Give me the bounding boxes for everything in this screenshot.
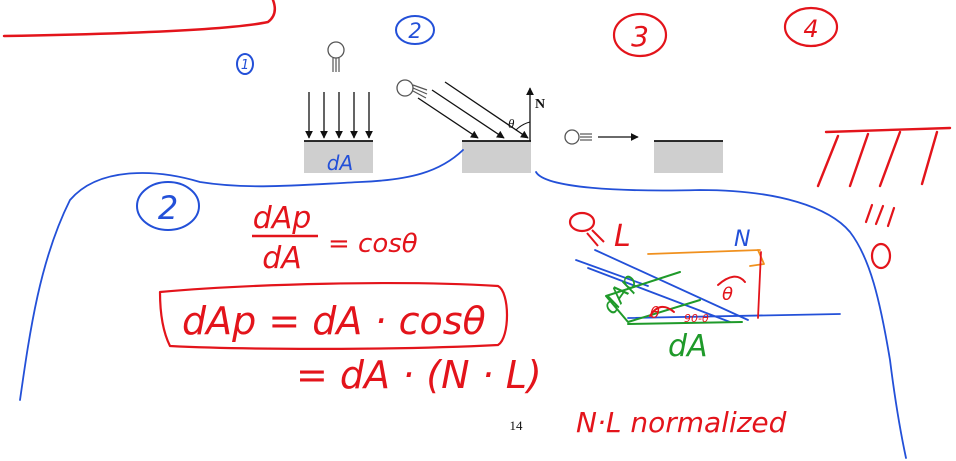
- ratio-numerator: dAp: [253, 201, 312, 236]
- equation-box: [158, 282, 508, 350]
- blue-outline-curve: [19, 149, 907, 459]
- sketch-area-baseline: [627, 321, 743, 325]
- circled-number-1: 1: [236, 53, 254, 75]
- sketch-normal-label: N: [734, 227, 750, 252]
- circled-number-1-text: 1: [241, 58, 249, 73]
- sketch-light-ray-2: [587, 267, 731, 323]
- circled-number-4-text: 4: [803, 15, 818, 43]
- normal-label: N: [535, 97, 545, 112]
- second-equation-line: = dA · (N · L): [296, 353, 542, 397]
- sketch-angle-90: 90-θ: [684, 312, 709, 325]
- oblique-light-rays: [417, 81, 529, 139]
- sketch-light-label: L: [614, 219, 631, 254]
- sketch-area-label: dA: [668, 329, 708, 364]
- red-scribble-top-left: [2, 0, 277, 38]
- vertical-light-rays: [305, 92, 373, 139]
- circled-number-2-left: 2: [136, 181, 200, 231]
- page-number: 14: [510, 418, 524, 433]
- circled-number-3-text: 3: [631, 20, 649, 53]
- angled-light-bulb-icon: [396, 79, 428, 99]
- figure-panel-grazing-light: [564, 129, 723, 173]
- light-bulb-icon: [327, 41, 345, 72]
- circled-number-2-top: 2: [395, 15, 435, 45]
- sketch-surface-line: [627, 313, 841, 319]
- theta-arc: [515, 121, 531, 131]
- projection-sketch: L N dAp θ θ 90-θ dA: [568, 211, 841, 364]
- side-light-bulb-icon: [564, 129, 592, 145]
- circled-number-2-left-text: 2: [158, 189, 178, 227]
- sketch-angle-arc-2: [649, 305, 675, 317]
- ratio-rhs: = cosθ: [328, 229, 418, 259]
- sketch-theta-a: θ: [722, 284, 733, 305]
- sketch-light-ray-1: [594, 249, 749, 321]
- sketch-dap-label: dAp: [598, 269, 643, 319]
- circled-number-2-top-text: 2: [408, 19, 421, 43]
- sketch-projected-area-lines: [605, 271, 701, 323]
- sketch-orange-right-angle: [749, 249, 765, 267]
- circled-number-3: 3: [612, 12, 668, 58]
- red-hatching-sketch: [816, 126, 952, 270]
- sketch-angle-arc-1: [717, 275, 746, 286]
- sketch-theta-b: θ: [650, 303, 660, 322]
- figure-panel-overhead-light: dA: [304, 41, 373, 175]
- sketch-light-ray-3: [575, 259, 649, 287]
- sketch-light-bulb-icon: [568, 211, 605, 247]
- panel1-area-label: dA: [327, 151, 353, 175]
- normalized-note: N·L normalized: [576, 406, 787, 439]
- sketch-normal-line: [757, 251, 762, 319]
- theta-label: θ: [508, 116, 515, 131]
- boxed-equation-text: dAp = dA · cosθ: [182, 299, 486, 343]
- surface-patch-3: [654, 141, 723, 173]
- sketch-orange-horizontal: [647, 249, 761, 255]
- surface-patch-2: [462, 141, 531, 173]
- figure-panel-oblique-light: N θ: [396, 79, 545, 173]
- surface-patch-1: [304, 141, 373, 173]
- boxed-equation: dAp = dA · cosθ: [158, 282, 508, 350]
- ratio-denominator: dA: [262, 241, 302, 276]
- circled-number-4: 4: [783, 6, 839, 48]
- ratio-equation: dAp dA = cosθ: [252, 201, 418, 276]
